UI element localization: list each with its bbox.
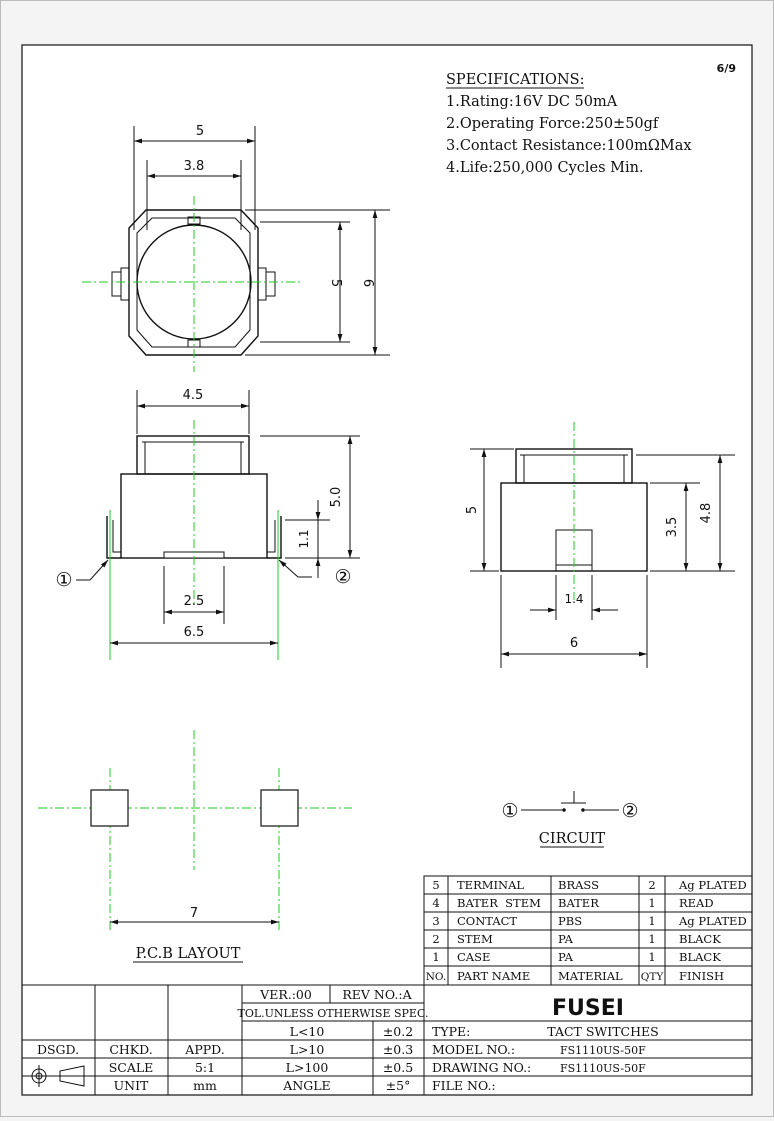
- tb-type-label: TYPE:: [432, 1024, 470, 1039]
- bom-header-qty: QTY: [641, 971, 665, 983]
- tb-scale-label: SCALE: [109, 1060, 154, 1075]
- spec-item-3: 3.Contact Resistance:100mΩMax: [446, 138, 692, 154]
- tb-rev: REV NO.:A: [342, 987, 412, 1002]
- bom-row-4-qty: 1: [648, 896, 655, 910]
- pcb-title: P.C.B LAYOUT: [136, 946, 241, 962]
- bom-table: 5 TERMINAL BRASS 2 Ag PLATED 4 BATER STE…: [423, 875, 753, 986]
- bom-row-3-finish: Ag PLATED: [678, 914, 747, 928]
- bom-row-1-finish: BLACK: [679, 950, 721, 964]
- tb-type-value: TACT SWITCHES: [547, 1024, 658, 1039]
- tb-tol-row-2-range: L>10: [290, 1042, 325, 1057]
- dim-top-height-outer: 6: [360, 279, 375, 287]
- tb-tol-row-4-range: ANGLE: [282, 1078, 330, 1093]
- bom-header-no: NO.: [426, 971, 447, 983]
- tb-tol-row-3-range: L>100: [286, 1060, 329, 1075]
- spec-item-2: 2.Operating Force:250±50gf: [446, 116, 660, 132]
- tb-scale-value: 5:1: [195, 1060, 215, 1075]
- bom-row-2-no: 2: [432, 932, 439, 946]
- page-number: 6/9: [717, 62, 736, 75]
- bom-row-2-finish: BLACK: [679, 932, 721, 946]
- dim-front-top-width: 4.5: [183, 388, 204, 403]
- tb-dsgd: DSGD.: [37, 1042, 79, 1057]
- dim-side-height-right: 4.8: [699, 503, 714, 524]
- tb-unit-value: mm: [193, 1078, 217, 1093]
- tb-model-label: MODEL NO.:: [432, 1042, 515, 1057]
- pcb-layout: 7 P.C.B LAYOUT: [38, 730, 352, 963]
- tb-chkd: CHKD.: [109, 1042, 152, 1057]
- tb-tol-row-3-value: ±0.5: [383, 1060, 413, 1075]
- tb-tol-row-2-value: ±0.3: [383, 1042, 413, 1057]
- circuit-terminal-2: ②: [621, 800, 638, 822]
- dim-top-width-inner: 3.8: [184, 159, 205, 174]
- top-view: 5 3.8 5 6: [82, 124, 390, 372]
- label-terminal-2: ②: [334, 566, 351, 588]
- tb-drawing-value: FS1110US-50F: [560, 1062, 646, 1075]
- tb-appd: APPD.: [184, 1042, 224, 1057]
- tb-unit-label: UNIT: [114, 1078, 149, 1093]
- bom-row-4-material: BATER: [558, 896, 599, 910]
- dim-side-body-height: 3.5: [665, 517, 680, 538]
- dim-front-gap: 2.5: [184, 594, 205, 609]
- circuit-title: CIRCUIT: [539, 831, 606, 847]
- title-block: VER.:00 REV NO.:A TOL.UNLESS OTHERWISE S…: [22, 984, 752, 1095]
- bom-row-3-part: CONTACT: [457, 914, 517, 928]
- bom-row-5-part: TERMINAL: [457, 878, 524, 892]
- bom-row-4-no: 4: [432, 896, 439, 910]
- dim-front-total-height: 5.0: [329, 487, 344, 508]
- label-terminal-1: ①: [55, 569, 72, 591]
- spec-title: SPECIFICATIONS:: [446, 72, 584, 88]
- bom-row-1-part: CASE: [457, 950, 490, 964]
- dim-side-slot-width: 1.4: [564, 592, 583, 606]
- tb-ver: VER.:00: [259, 987, 312, 1002]
- tb-tol-row-4-value: ±5°: [386, 1078, 411, 1093]
- tb-model-value: FS1110US-50F: [560, 1044, 646, 1057]
- dim-side-total-height: 5: [465, 506, 480, 514]
- spec-item-1: 1.Rating:16V DC 50mA: [446, 94, 618, 110]
- bom-row-1-no: 1: [432, 950, 439, 964]
- tb-tol-row-1-range: L<10: [290, 1024, 325, 1039]
- dim-top-height-inner: 5: [328, 279, 343, 287]
- tb-tol-header: TOL.UNLESS OTHERWISE SPEC.: [238, 1007, 429, 1020]
- bom-row-2-part: STEM: [457, 932, 493, 946]
- bom-row-5-finish: Ag PLATED: [678, 878, 747, 892]
- tb-tol-row-1-value: ±0.2: [383, 1024, 413, 1039]
- bom-row-4-part: BATER STEM: [457, 896, 541, 910]
- bom-row-5-qty: 2: [648, 878, 655, 892]
- bom-row-3-qty: 1: [648, 914, 655, 928]
- bom-row-3-material: PBS: [558, 914, 582, 928]
- bom-row-1-qty: 1: [648, 950, 655, 964]
- bom-row-3-no: 3: [432, 914, 439, 928]
- bom-header-finish: FINISH: [679, 969, 724, 983]
- dim-top-width-outer: 5: [196, 124, 204, 139]
- bom-row-2-material: PA: [558, 932, 574, 946]
- bom-row-5-material: BRASS: [558, 878, 599, 892]
- pcb-pad-right: [260, 789, 299, 827]
- front-view: 4.5 5.0 1.1 2.5 6.5 ① ②: [55, 388, 360, 660]
- bom-row-2-qty: 1: [648, 932, 655, 946]
- bom-row-1-material: PA: [558, 950, 574, 964]
- bom-header-part-name: PART NAME: [457, 969, 530, 983]
- tb-file-label: FILE NO.:: [432, 1078, 496, 1093]
- company-logo: FUSEI: [552, 996, 624, 1021]
- dim-side-width: 6: [570, 636, 578, 651]
- tb-drawing-label: DRAWING NO.:: [432, 1060, 531, 1075]
- dim-pcb-spacing: 7: [190, 906, 198, 921]
- projection-symbol-icon: [28, 1065, 85, 1087]
- pcb-pad-left: [90, 789, 129, 827]
- bom-row-4-finish: READ: [679, 896, 714, 910]
- frame-border: [21, 44, 753, 1096]
- bom-row-5-no: 5: [432, 878, 439, 892]
- bom-header-material: MATERIAL: [558, 969, 623, 983]
- dim-front-terminal-height: 1.1: [297, 529, 311, 548]
- spec-item-4: 4.Life:250,000 Cycles Min.: [446, 160, 644, 176]
- circuit-diagram: ① ② CIRCUIT: [501, 791, 639, 848]
- dim-front-terminal-span: 6.5: [184, 625, 205, 640]
- side-view: 5 3.5 4.8 1.4 6: [465, 422, 735, 668]
- circuit-terminal-1: ①: [501, 800, 518, 822]
